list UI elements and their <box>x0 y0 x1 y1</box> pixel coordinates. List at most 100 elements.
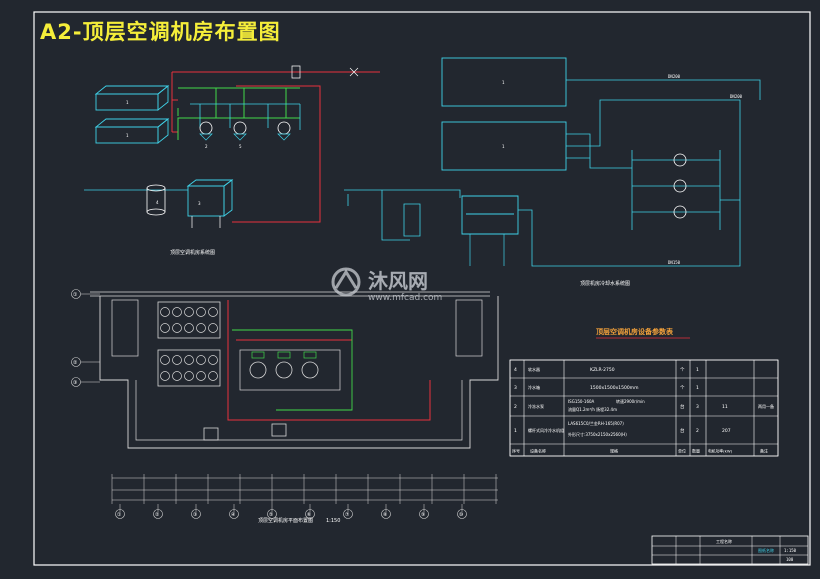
water-tank <box>186 179 234 228</box>
equipment-tag: 1 <box>126 133 129 138</box>
axis-bubble <box>115 509 125 519</box>
fan-icon <box>172 355 182 365</box>
axis-bubble <box>153 509 163 519</box>
svg-text:2: 2 <box>696 428 699 434</box>
top-right-cooling-diagram: 1 1 DN200 DN200 DN150 顶层机房冷却水系统图 <box>344 57 761 287</box>
title-block-scale: 1:150 <box>784 548 797 553</box>
pump-icon <box>249 361 267 379</box>
table-title: 顶层空调机房设备参数表 <box>596 327 674 336</box>
axis-label: ④ <box>231 512 236 518</box>
pump-room <box>239 349 341 391</box>
svg-text:2: 2 <box>514 404 517 410</box>
svg-text:冷冻水泵: 冷冻水泵 <box>528 403 544 409</box>
tank-plan <box>271 423 287 437</box>
svg-text:转速2900r/min: 转速2900r/min <box>616 398 645 404</box>
table-row: 2 冷冻水泵 ISG150-160A 转速2900r/min 流量Q1.2m³/h 扬程… <box>514 398 774 412</box>
svg-text:螺杆式风冷冷水机组: 螺杆式风冷冷水机组 <box>528 427 564 433</box>
svg-text:1: 1 <box>696 385 699 391</box>
fan-icon <box>208 323 218 333</box>
axis-bubble <box>71 377 81 387</box>
axis-bubble <box>381 509 391 519</box>
watermark-url: www.mfcad.com <box>368 293 442 303</box>
svg-text:4: 4 <box>514 367 517 373</box>
fan-icon <box>172 371 182 381</box>
pipe-label: DN200 <box>730 94 743 99</box>
svg-text:电机功率(kW): 电机功率(kW) <box>708 449 733 454</box>
fan-icon <box>160 371 170 381</box>
watermark-logo-icon <box>331 267 361 297</box>
pipe-label: DN150 <box>668 260 681 265</box>
expansion-tank <box>461 195 519 235</box>
svg-text:11: 11 <box>722 404 728 410</box>
diagram-caption: 顶层空调机房系统图 <box>170 249 215 256</box>
svg-text:台: 台 <box>680 403 685 410</box>
axis-label: ⑤ <box>269 512 273 518</box>
title-block: 工程名称 图纸名称 1:150 100 <box>651 535 809 565</box>
axis-label: ⑦ <box>345 512 350 518</box>
pump-symbol <box>233 121 247 141</box>
pipe-label: DN200 <box>668 74 681 79</box>
svg-text:流量Q1.2m³/h 扬程32.4m: 流量Q1.2m³/h 扬程32.4m <box>568 406 617 412</box>
pump-symbol <box>673 179 687 193</box>
svg-text:规格: 规格 <box>610 448 618 454</box>
chiller-footprint <box>157 301 221 339</box>
axis-label: ⑧ <box>383 512 388 518</box>
axis-bubble <box>457 509 467 519</box>
axis-label: ⑥ <box>307 512 312 518</box>
axis-label: ① <box>73 292 78 298</box>
axis-bubble <box>419 509 429 519</box>
pump-icon <box>301 361 319 379</box>
softener-plan <box>203 427 219 441</box>
watermark: 沐风网 www.mfcad.com <box>328 264 498 304</box>
watermark-brand: 沐风网 <box>368 269 428 293</box>
svg-text:数量: 数量 <box>692 448 700 454</box>
fan-icon <box>184 307 194 317</box>
equipment-tag: 2 <box>205 144 208 149</box>
axis-bubble <box>191 509 201 519</box>
svg-text:冷水箱: 冷水箱 <box>528 384 540 390</box>
axis-label: ② <box>73 360 78 366</box>
fan-icon <box>196 355 206 365</box>
fan-icon <box>196 307 206 317</box>
plan-caption: 顶层空调机房平面布置图 <box>258 517 313 524</box>
drawing-title: A2-顶层空调机房布置图 <box>40 20 281 44</box>
drawing-frame <box>33 11 811 566</box>
axis-bubble <box>305 509 315 519</box>
fan-icon <box>184 371 194 381</box>
chiller-unit <box>94 118 170 144</box>
svg-text:软水器: 软水器 <box>528 366 540 372</box>
pump-symbol <box>199 121 213 141</box>
svg-text:LAS615C0/兰金RH-165(R07): LAS615C0/兰金RH-165(R07) <box>568 420 624 426</box>
fan-icon <box>172 307 182 317</box>
axis-label: ③ <box>193 512 197 518</box>
svg-text:1: 1 <box>502 80 505 85</box>
fan-icon <box>208 355 218 365</box>
svg-text:台: 台 <box>680 427 685 434</box>
axis-label: ⑨ <box>421 512 425 518</box>
fan-icon <box>160 323 170 333</box>
axis-label: ② <box>155 512 160 518</box>
svg-text:1: 1 <box>696 367 699 373</box>
axis-bubble <box>267 509 277 519</box>
axis-bubble <box>229 509 239 519</box>
fan-icon <box>208 307 218 317</box>
axis-label: ⑩ <box>459 512 464 518</box>
stair-left <box>111 299 139 357</box>
diagram-caption: 顶层机房冷却水系统图 <box>580 280 630 287</box>
stair-right <box>455 299 483 357</box>
cooling-tower <box>441 57 567 107</box>
plan-scale: 1:150 <box>326 518 340 524</box>
svg-text:ISG150-160A: ISG150-160A <box>568 399 595 404</box>
fan-icon <box>196 323 206 333</box>
axis-bubble <box>343 509 353 519</box>
pump-icon <box>275 361 293 379</box>
svg-text:207: 207 <box>722 428 731 434</box>
svg-text:单位: 单位 <box>678 448 686 454</box>
chiller-footprint <box>157 349 221 387</box>
title-block-sheet: 100 <box>786 557 794 562</box>
equipment-tag: 3 <box>198 201 201 206</box>
